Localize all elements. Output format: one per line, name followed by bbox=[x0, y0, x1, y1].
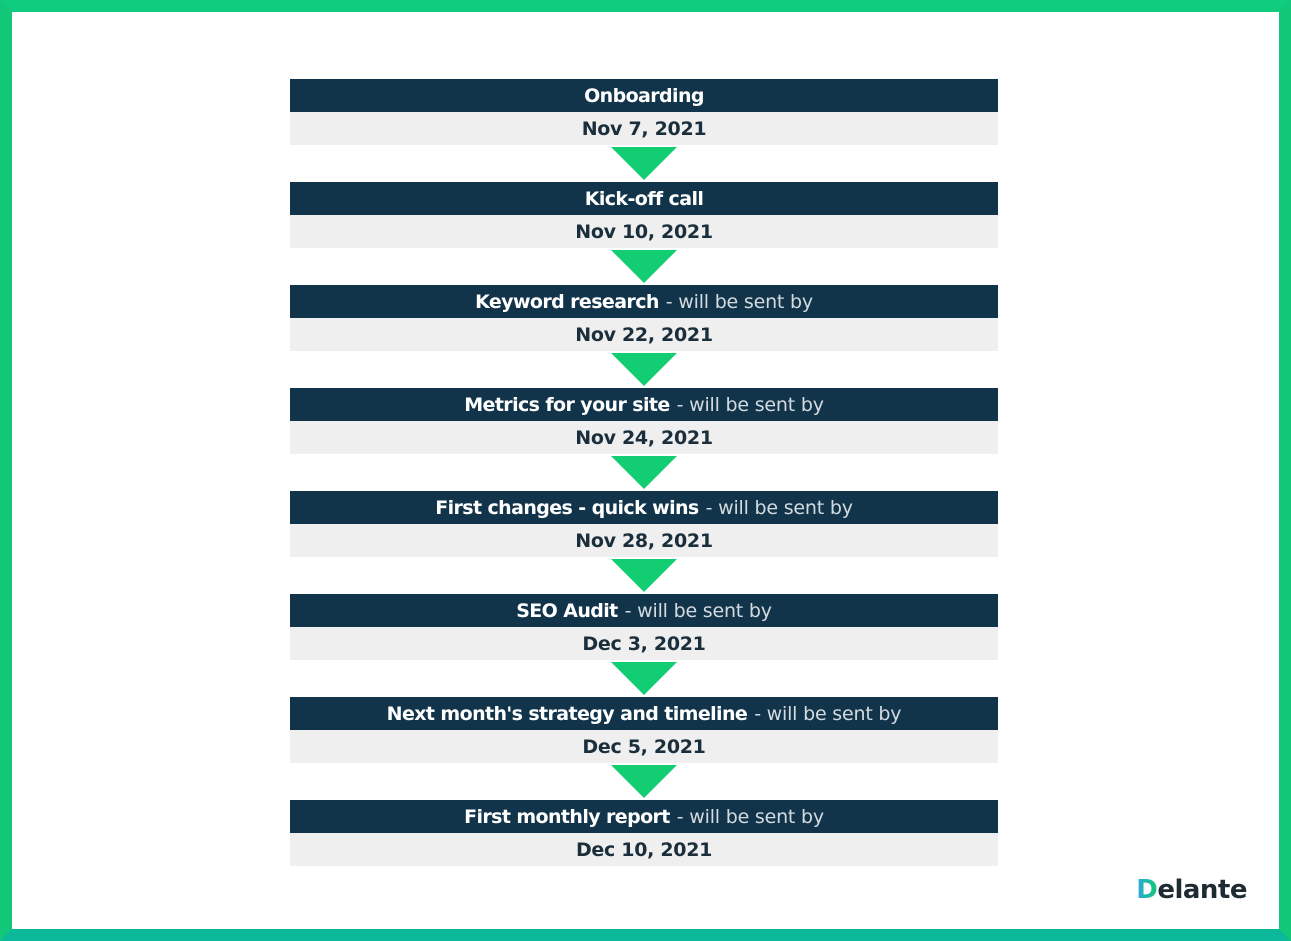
step-title: SEO Audit bbox=[516, 599, 618, 622]
step-title-bar: Onboarding bbox=[290, 79, 998, 112]
step-suffix: - will be sent by bbox=[624, 599, 772, 622]
step-kick-off-call: Kick-off call Nov 10, 2021 bbox=[290, 182, 998, 248]
arrow-down-icon bbox=[290, 763, 998, 800]
step-suffix: - will be sent by bbox=[754, 702, 902, 725]
step-suffix: - will be sent by bbox=[676, 805, 824, 828]
step-first-changes: First changes - quick wins - will be sen… bbox=[290, 491, 998, 557]
step-title-bar: Keyword research - will be sent by bbox=[290, 285, 998, 318]
step-title: First monthly report bbox=[464, 805, 670, 828]
step-title: Kick-off call bbox=[584, 187, 704, 210]
arrow-down-icon bbox=[290, 454, 998, 491]
step-first-monthly-report: First monthly report - will be sent by D… bbox=[290, 800, 998, 866]
step-next-month-strategy: Next month's strategy and timeline - wil… bbox=[290, 697, 998, 763]
step-title: Metrics for your site bbox=[464, 393, 670, 416]
step-date: Nov 22, 2021 bbox=[290, 318, 998, 351]
delante-logo: D elante bbox=[1136, 875, 1247, 905]
step-date: Dec 3, 2021 bbox=[290, 627, 998, 660]
arrow-down-icon bbox=[290, 351, 998, 388]
step-title-bar: Kick-off call bbox=[290, 182, 998, 215]
step-date: Nov 28, 2021 bbox=[290, 524, 998, 557]
step-date: Dec 5, 2021 bbox=[290, 730, 998, 763]
step-seo-audit: SEO Audit - will be sent by Dec 3, 2021 bbox=[290, 594, 998, 660]
timeline: Onboarding Nov 7, 2021 Kick-off call Nov… bbox=[290, 79, 998, 866]
step-title-bar: Metrics for your site - will be sent by bbox=[290, 388, 998, 421]
step-title-bar: SEO Audit - will be sent by bbox=[290, 594, 998, 627]
arrow-down-icon bbox=[290, 248, 998, 285]
step-title-bar: Next month's strategy and timeline - wil… bbox=[290, 697, 998, 730]
logo-mark: D bbox=[1136, 875, 1158, 905]
step-date: Dec 10, 2021 bbox=[290, 833, 998, 866]
arrow-down-icon bbox=[290, 145, 998, 182]
step-suffix: - will be sent by bbox=[705, 496, 853, 519]
step-date: Nov 7, 2021 bbox=[290, 112, 998, 145]
step-onboarding: Onboarding Nov 7, 2021 bbox=[290, 79, 998, 145]
arrow-down-icon bbox=[290, 660, 998, 697]
logo-text: elante bbox=[1157, 875, 1247, 905]
step-title: Onboarding bbox=[584, 84, 704, 107]
step-title-bar: First monthly report - will be sent by bbox=[290, 800, 998, 833]
step-title: First changes - quick wins bbox=[435, 496, 699, 519]
step-date: Nov 24, 2021 bbox=[290, 421, 998, 454]
step-suffix: - will be sent by bbox=[676, 393, 824, 416]
step-title: Keyword research bbox=[475, 290, 659, 313]
step-keyword-research: Keyword research - will be sent by Nov 2… bbox=[290, 285, 998, 351]
step-metrics: Metrics for your site - will be sent by … bbox=[290, 388, 998, 454]
step-date: Nov 10, 2021 bbox=[290, 215, 998, 248]
step-suffix: - will be sent by bbox=[665, 290, 813, 313]
arrow-down-icon bbox=[290, 557, 998, 594]
step-title-bar: First changes - quick wins - will be sen… bbox=[290, 491, 998, 524]
step-title: Next month's strategy and timeline bbox=[386, 702, 748, 725]
